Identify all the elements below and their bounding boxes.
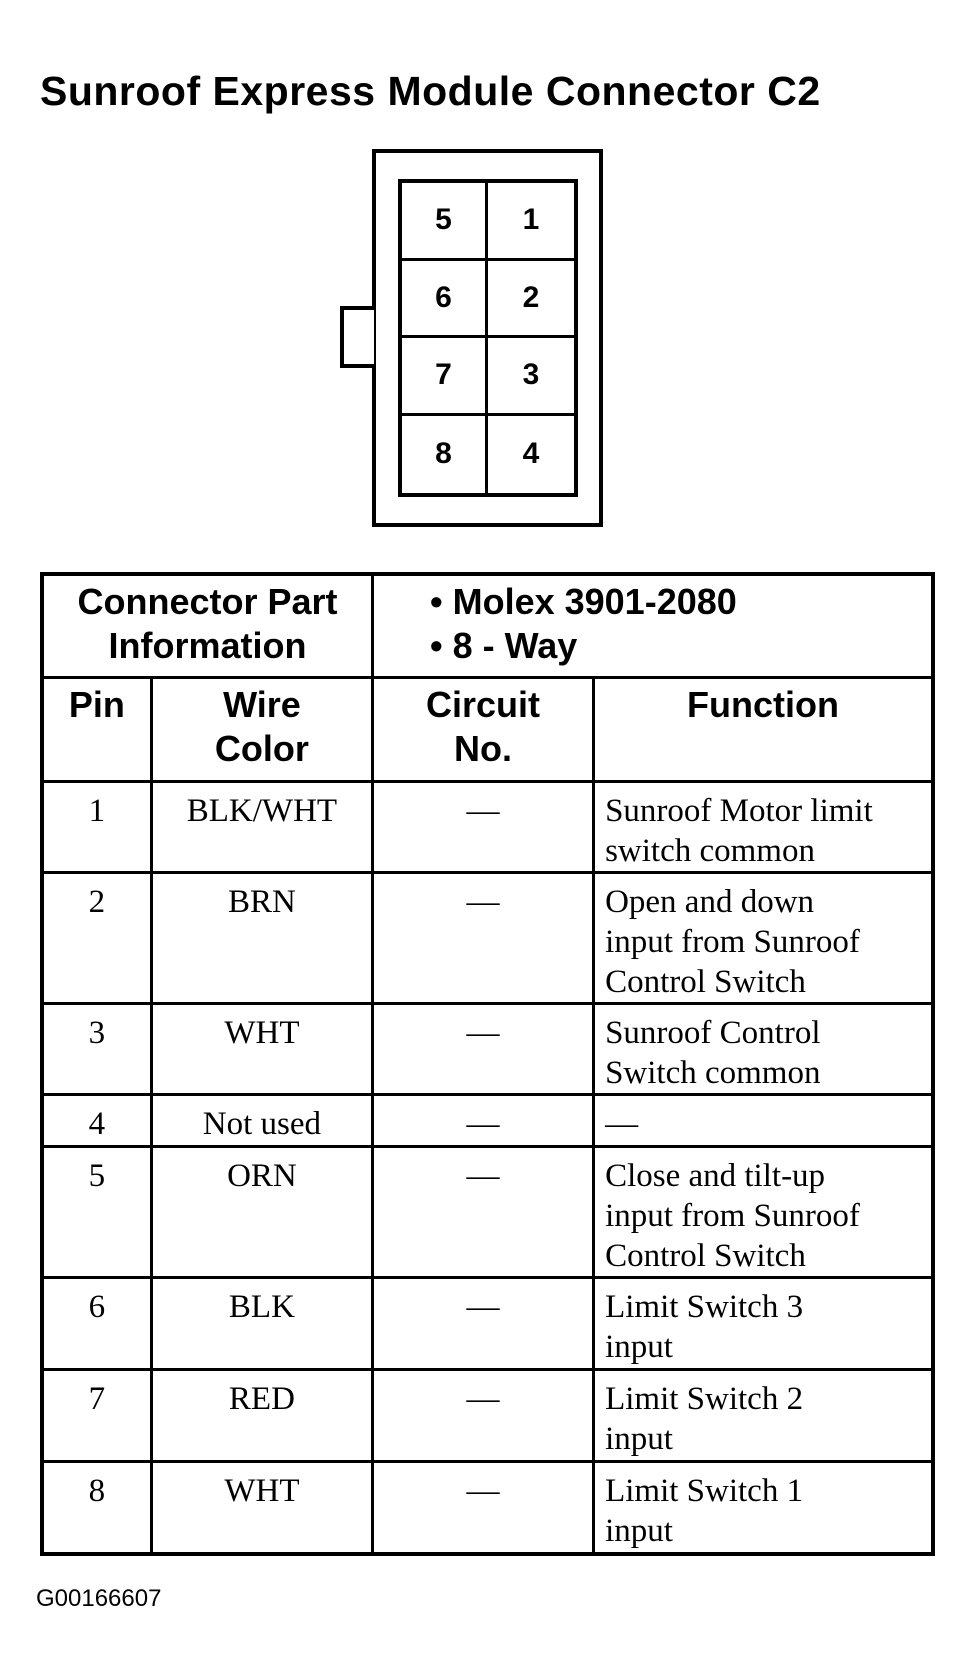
header-text: Color <box>214 728 309 769</box>
table-row: 5 ORN — Close and tilt-up input from Sun… <box>40 1145 935 1279</box>
function-line: Control Switch <box>605 1238 806 1274</box>
pin-number: 2 <box>40 871 153 1005</box>
table-row: 7 RED — Limit Switch 2 input <box>40 1368 935 1463</box>
function-line: input from Sunroof <box>605 1198 860 1234</box>
pin-function: Limit Switch 1 input <box>592 1460 935 1555</box>
function-line: input from Sunroof <box>605 924 860 960</box>
connector-pin-cell: 4 <box>522 437 540 471</box>
connector-info-value: • Molex 3901-2080 • 8 - Way <box>370 572 935 679</box>
function-line: input <box>605 1329 673 1365</box>
info-label-line: Information <box>108 625 307 666</box>
pin-number: 1 <box>40 780 153 874</box>
circuit-number: — <box>370 1145 596 1279</box>
function-line: Switch common <box>605 1055 821 1091</box>
header-text: No. <box>454 728 513 769</box>
connector-pin-cell: 8 <box>402 415 488 493</box>
table-row: 1 BLK/WHT — Sunroof Motor limit switch c… <box>40 780 935 874</box>
column-header-wire-color: Wire Color <box>149 676 374 783</box>
function-line: input <box>605 1421 673 1457</box>
info-value-line: • Molex 3901-2080 <box>429 581 737 622</box>
pin-function: Close and tilt-up input from Sunroof Con… <box>592 1145 935 1279</box>
function-line: Sunroof Control <box>605 1015 821 1051</box>
connector-pin-cell: 7 <box>402 338 488 416</box>
function-line: Close and tilt-up <box>605 1158 826 1194</box>
function-line: Limit Switch 3 <box>605 1289 804 1325</box>
figure-id: G00166607 <box>36 1585 162 1612</box>
pin-number: 5 <box>40 1145 153 1279</box>
pin-function: Limit Switch 3 input <box>592 1276 935 1371</box>
table-row: 2 BRN — Open and down input from Sunroof… <box>40 871 935 1005</box>
wire-color: WHT <box>149 1002 374 1096</box>
function-line: Control Switch <box>605 964 806 1000</box>
wire-color: RED <box>149 1368 374 1463</box>
wire-color: WHT <box>149 1460 374 1555</box>
circuit-number: — <box>370 871 596 1005</box>
function-line: input <box>605 1513 673 1549</box>
pin-number: 3 <box>40 1002 153 1096</box>
header-text: Function <box>687 684 840 725</box>
column-header-function: Function <box>592 676 935 783</box>
pin-function: Sunroof Motor limit switch common <box>592 780 935 874</box>
connector-pin-grid: 5 1 6 2 7 3 8 4 <box>398 179 578 497</box>
function-line: Sunroof Motor limit <box>605 793 873 829</box>
table-row: 3 WHT — Sunroof Control Switch common <box>40 1002 935 1096</box>
wire-color: BRN <box>149 871 374 1005</box>
pin-number: 7 <box>40 1368 153 1463</box>
table-row: 6 BLK — Limit Switch 3 input <box>40 1276 935 1371</box>
wire-color: ORN <box>149 1145 374 1279</box>
connector-pin-cell: 3 <box>488 338 574 416</box>
pinout-table: Connector Part Information • Molex 3901-… <box>40 572 935 1556</box>
function-line: switch common <box>605 833 815 869</box>
pin-function: Open and down input from Sunroof Control… <box>592 871 935 1005</box>
connector-pin-cell: 2 <box>488 261 574 338</box>
function-line: Limit Switch 1 <box>605 1473 804 1509</box>
connector-pin-cell: 1 <box>488 183 574 261</box>
connector-pin-cell: 6 <box>402 260 488 338</box>
function-line: — <box>605 1106 639 1142</box>
info-label-line: Connector Part <box>77 581 338 622</box>
circuit-number: — <box>370 1276 596 1371</box>
page-title: Sunroof Express Module Connector C2 <box>40 68 821 114</box>
circuit-number: — <box>370 1368 596 1463</box>
header-row: Pin Wire Color Circuit No. Function <box>40 676 935 783</box>
wire-color: Not used <box>149 1093 374 1148</box>
circuit-number: — <box>370 780 596 874</box>
pin-number: 8 <box>40 1460 153 1555</box>
circuit-number: — <box>370 1093 596 1148</box>
table-row: 4 Not used — — <box>40 1093 935 1148</box>
connector-housing <box>372 149 603 527</box>
pin-number: 6 <box>40 1276 153 1371</box>
connector-latch-tab <box>340 306 374 368</box>
connector-info-label: Connector Part Information <box>40 572 374 679</box>
header-text: Wire <box>223 684 301 725</box>
function-line: Limit Switch 2 <box>605 1381 804 1417</box>
column-header-pin: Pin <box>40 676 153 783</box>
column-header-circuit-no: Circuit No. <box>370 676 596 783</box>
wire-color: BLK/WHT <box>149 780 374 874</box>
pin-function: — <box>592 1093 935 1148</box>
connector-pin-cell: 5 <box>402 183 488 261</box>
header-text: Pin <box>68 684 125 725</box>
info-row: Connector Part Information • Molex 3901-… <box>40 572 935 679</box>
header-text: Circuit <box>426 684 541 725</box>
pin-number: 4 <box>40 1093 153 1148</box>
pin-function: Limit Switch 2 input <box>592 1368 935 1463</box>
pin-function: Sunroof Control Switch common <box>592 1002 935 1096</box>
circuit-number: — <box>370 1460 596 1555</box>
table-row: 8 WHT — Limit Switch 1 input <box>40 1460 935 1555</box>
wire-color: BLK <box>149 1276 374 1371</box>
function-line: Open and down <box>605 884 815 920</box>
circuit-number: — <box>370 1002 596 1096</box>
info-value-line: • 8 - Way <box>429 625 578 666</box>
